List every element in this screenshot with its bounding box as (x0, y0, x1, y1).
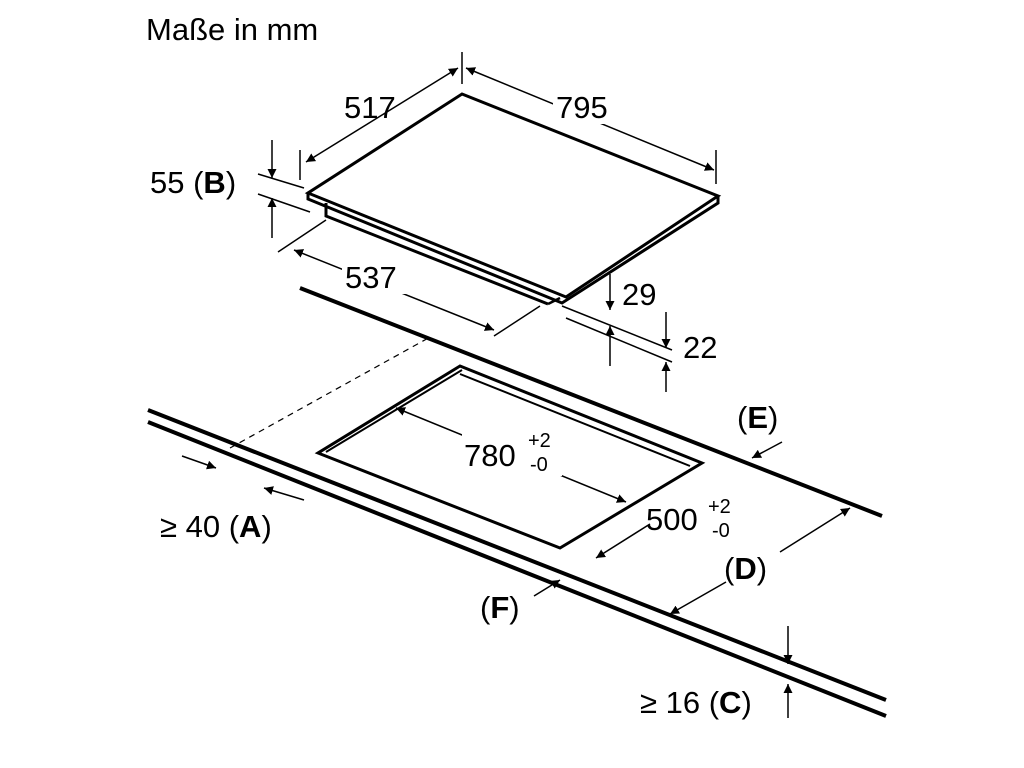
ref-d: (D) (669, 507, 851, 615)
page-title: Maße in mm (146, 12, 318, 47)
dim-mount-depth: 537 (277, 219, 541, 337)
dim-cutout-width-tol-plus: +2 (528, 430, 551, 452)
svg-text:(E): (E) (737, 400, 778, 435)
dim-cutout-depth-value: 500 (646, 502, 698, 537)
clearance-thickness-value: ≥ 16 (640, 685, 700, 720)
dim-cutout-depth-tol-minus: -0 (712, 520, 730, 542)
clearance-thickness: ≥ 16 (C) (640, 626, 793, 720)
dim-width-label: 795 (556, 90, 608, 125)
dim-cutout-width-tol-minus: -0 (530, 454, 548, 476)
dim-mount-depth-label: 537 (345, 260, 397, 295)
dim-depth: 517 (299, 52, 463, 180)
clearance-front-value: ≥ 40 (160, 509, 220, 544)
ref-a-label: A (239, 509, 261, 544)
dim-edge-height: 55 (B) (150, 140, 311, 238)
dim-cutout-width: 780 +2 -0 (395, 407, 627, 503)
svg-text:500: 500 (646, 502, 698, 537)
ref-e: (E) (737, 400, 783, 459)
dim-cutout-width-value: 780 (464, 438, 516, 473)
dim-edge-height-value: 55 (150, 165, 184, 200)
dim-body-lower-label: 22 (683, 330, 717, 365)
svg-text:(F): (F) (480, 590, 520, 625)
ref-f: (F) (480, 579, 561, 625)
worktop-drawing (147, 286, 887, 718)
svg-text:780: 780 (464, 438, 516, 473)
dim-width: 795 (465, 67, 717, 184)
ref-f-label: F (490, 590, 509, 625)
worktop-front-top (147, 408, 887, 702)
dim-cutout-depth: 500 +2 -0 (595, 496, 731, 559)
cooktop-glass-edge (306, 193, 720, 305)
ref-b-label: B (203, 165, 225, 200)
dim-cutout-depth-tol-plus: +2 (708, 496, 731, 518)
svg-text:≥ 40 (A): ≥ 40 (A) (160, 509, 272, 544)
clearance-front: ≥ 40 (A) (160, 455, 305, 544)
worktop-front-bottom (147, 420, 887, 718)
dim-body-height-label: 29 (622, 277, 656, 312)
dim-body-height: 29 22 (561, 274, 717, 392)
dim-depth-label: 517 (344, 90, 396, 125)
ref-c-label: C (719, 685, 741, 720)
ref-d-label: D (734, 551, 756, 586)
svg-text:55 (B): 55 (B) (150, 165, 236, 200)
hidden-line (229, 335, 433, 449)
worktop-back-edge (299, 286, 883, 518)
ref-e-label: E (747, 400, 768, 435)
svg-text:(D): (D) (724, 551, 767, 586)
svg-text:≥ 16 (C): ≥ 16 (C) (640, 685, 752, 720)
